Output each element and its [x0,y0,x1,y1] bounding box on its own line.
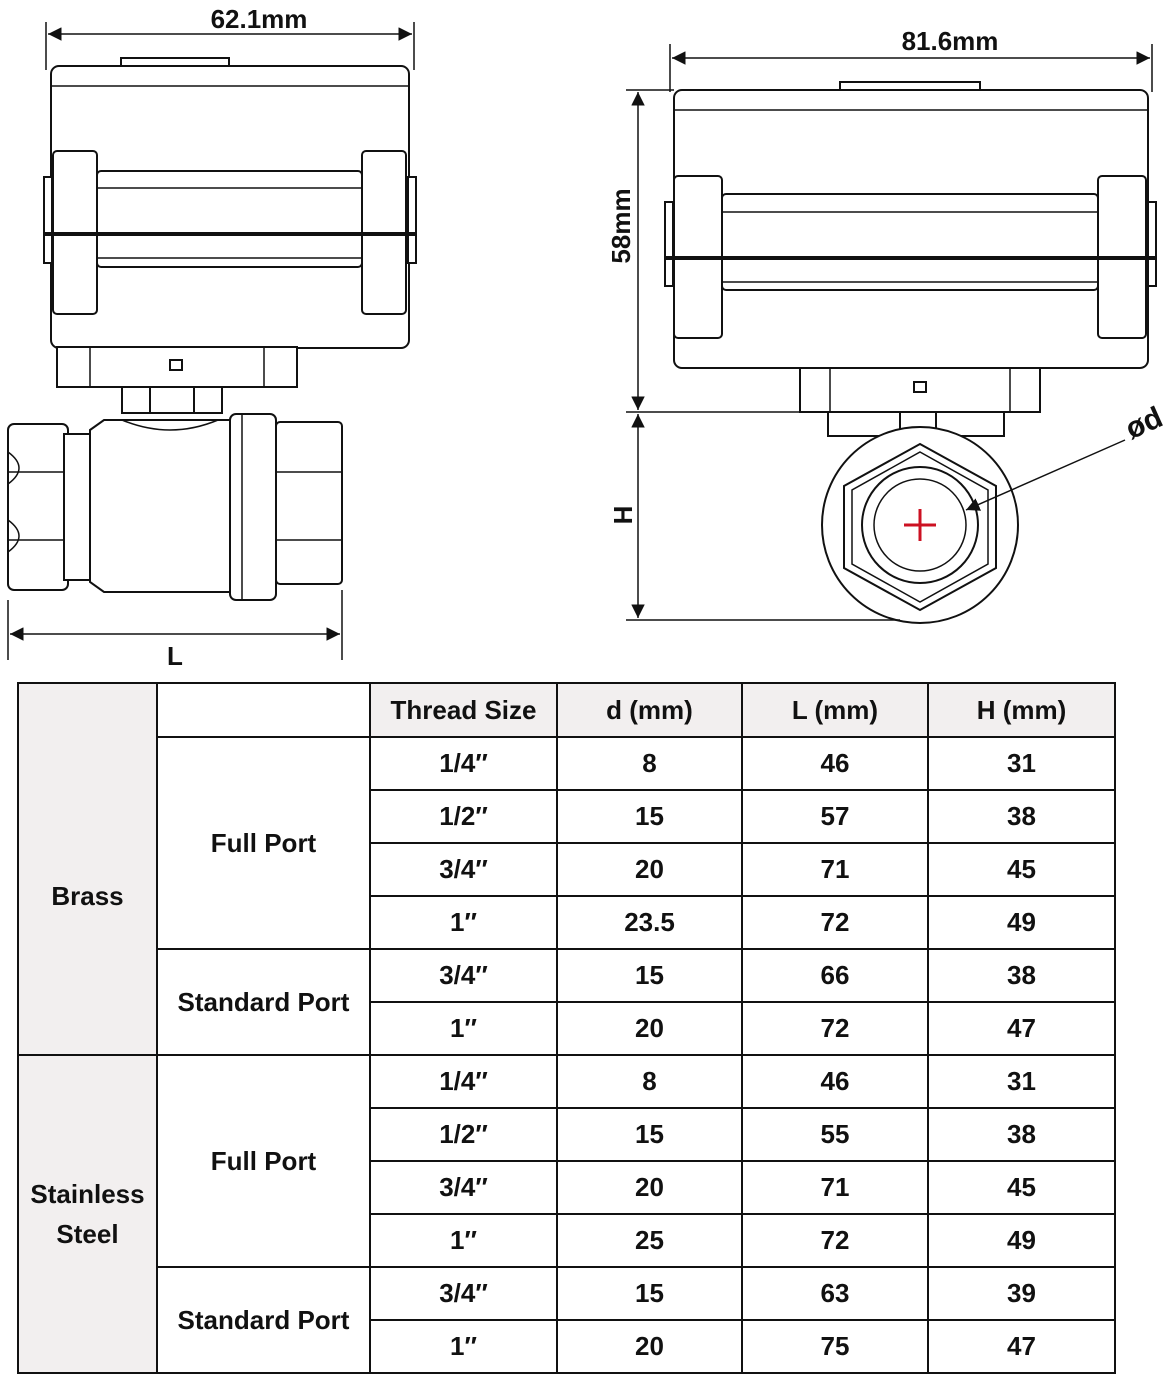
valve-drawing: 62.1mm [7,4,1168,671]
thread-size-cell: 1/2″ [369,789,558,844]
h-mm-cell: 31 [927,736,1116,791]
side-width-label: 81.6mm [902,26,999,56]
front-view: 62.1mm [7,4,417,671]
thread-size-cell: 1″ [369,1001,558,1056]
header-thread-size: Thread Size [369,682,558,738]
thread-size-cell: 3/4″ [369,842,558,897]
thread-size-cell: 3/4″ [369,1160,558,1215]
thread-size-cell: 3/4″ [369,948,558,1003]
header-d-mm: d (mm) [556,682,743,738]
d-mm-cell: 20 [556,1319,743,1374]
h-mm-cell: 45 [927,842,1116,897]
d-mm-cell: 15 [556,1266,743,1321]
l-mm-cell: 66 [741,948,929,1003]
port-type-cell: Full Port [156,736,371,950]
l-mm-cell: 46 [741,1054,929,1109]
h-mm-cell: 38 [927,1107,1116,1162]
d-mm-cell: 23.5 [556,895,743,950]
header-h-mm: H (mm) [927,682,1116,738]
thread-size-cell: 1/4″ [369,736,558,791]
l-mm-cell: 71 [741,1160,929,1215]
table-header-row: Thread Size d (mm) L (mm) H (mm) [17,682,1116,738]
h-mm-cell: 47 [927,1319,1116,1374]
l-dimension-label: L [167,641,183,671]
d-mm-cell: 8 [556,736,743,791]
port-type-cell: Standard Port [156,948,371,1056]
thread-size-cell: 1″ [369,1213,558,1268]
h-mm-cell: 38 [927,789,1116,844]
l-mm-cell: 46 [741,736,929,791]
header-material [17,682,158,737]
l-mm-cell: 57 [741,789,929,844]
port-type-cell: Standard Port [156,1266,371,1374]
h-dimension-label: H [608,506,638,525]
h-mm-cell: 45 [927,1160,1116,1215]
l-mm-cell: 75 [741,1319,929,1374]
d-mm-cell: 15 [556,1107,743,1162]
side-view: 81.6mm ød 58mm [606,26,1168,624]
d-mm-cell: 15 [556,789,743,844]
l-mm-cell: 63 [741,1266,929,1321]
front-width-label: 62.1mm [211,4,308,34]
l-mm-cell: 72 [741,1001,929,1056]
header-l-mm: L (mm) [741,682,929,738]
d-mm-cell: 20 [556,1160,743,1215]
thread-size-cell: 1/2″ [369,1107,558,1162]
material-cell: Brass [17,737,158,1056]
h-mm-cell: 47 [927,1001,1116,1056]
d-mm-cell: 15 [556,948,743,1003]
d-mm-cell: 20 [556,1001,743,1056]
port-type-cell: Full Port [156,1054,371,1268]
header-port [156,682,371,738]
thread-size-cell: 1″ [369,1319,558,1374]
d-mm-cell: 25 [556,1213,743,1268]
h-mm-cell: 49 [927,1213,1116,1268]
d-mm-cell: 8 [556,1054,743,1109]
h-mm-cell: 38 [927,948,1116,1003]
material-cell: Stainless Steel [17,1054,158,1374]
thread-size-cell: 1/4″ [369,1054,558,1109]
thread-size-cell: 1″ [369,895,558,950]
l-mm-cell: 71 [741,842,929,897]
h-mm-cell: 49 [927,895,1116,950]
d-mm-cell: 20 [556,842,743,897]
l-mm-cell: 72 [741,1213,929,1268]
l-mm-cell: 55 [741,1107,929,1162]
h-mm-cell: 39 [927,1266,1116,1321]
thread-size-cell: 3/4″ [369,1266,558,1321]
height-58-label: 58mm [606,188,636,263]
h-mm-cell: 31 [927,1054,1116,1109]
d-diameter-label: ød [1121,401,1168,446]
l-mm-cell: 72 [741,895,929,950]
